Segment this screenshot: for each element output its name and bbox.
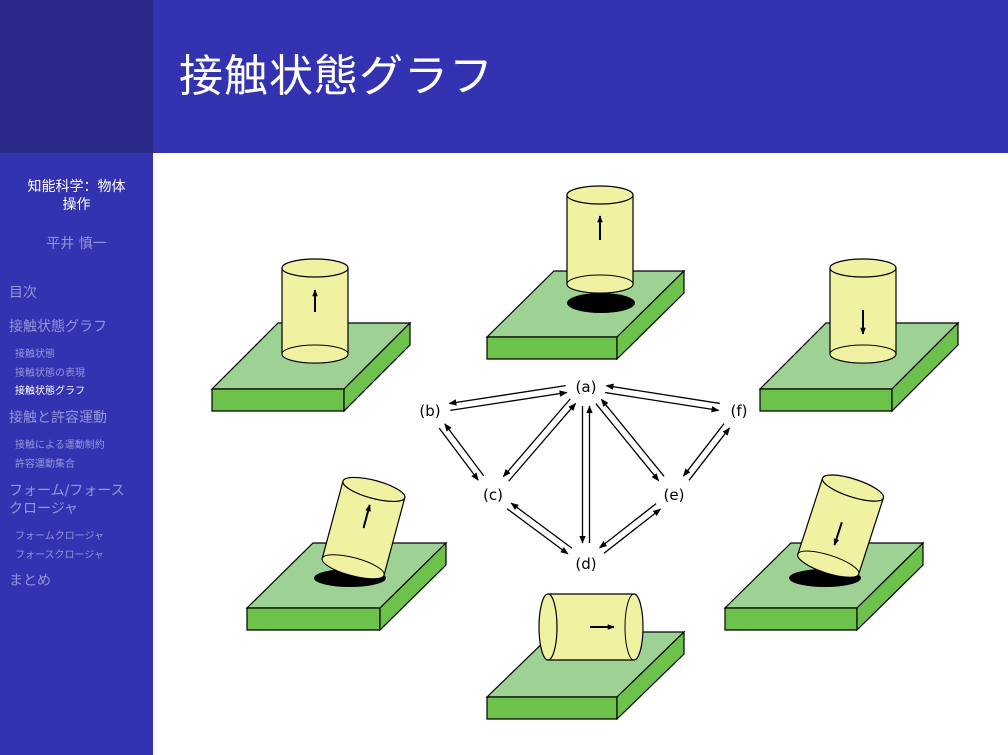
nav-section-closure-line1[interactable]: フォーム/フォース: [9, 483, 125, 499]
cylinder-right-end: [624, 593, 635, 661]
plate-front: [724, 607, 858, 631]
motion-arrow-up: [362, 504, 371, 529]
nav-section-summary[interactable]: まとめ: [9, 573, 51, 589]
node-a: (a): [576, 378, 597, 396]
plate-side: [856, 541, 924, 632]
cylinder-top: [829, 258, 897, 278]
nav-sub-force-closure[interactable]: フォースクロージャ: [15, 550, 104, 561]
transition-arrow-a-to-e: [595, 403, 660, 482]
cylinder-top: [821, 474, 885, 502]
state-illustration-f: [758, 258, 960, 413]
transition-arrow-f-to-a: [605, 383, 720, 405]
cylinder-bottom: [566, 274, 634, 294]
author-name: 平井 慎一: [46, 236, 107, 252]
nav-sub-contact-state[interactable]: 接触状態: [15, 349, 55, 360]
motion-arrow-down: [833, 521, 843, 546]
plate-side: [616, 269, 685, 361]
talk-title-line1: 知能科学：物体: [27, 179, 126, 195]
plate-side: [616, 630, 685, 721]
state-illustration-d: [485, 593, 686, 721]
nav-sub-allowable-set[interactable]: 許容運動集合: [15, 459, 75, 470]
transition-arrow-e-to-d: [598, 503, 657, 549]
nav-sub-contact-graph[interactable]: 接触状態グラフ: [15, 386, 85, 397]
transition-arrow-b-to-c: [438, 427, 479, 481]
state-illustration-a: [485, 185, 686, 361]
transition-arrow-c-to-b: [444, 423, 485, 477]
corner-block: [0, 0, 153, 153]
plate-front: [486, 336, 618, 360]
plate-side: [891, 321, 959, 413]
transition-arrow-e-to-a: [600, 398, 665, 477]
state-illustration-b: [210, 258, 412, 413]
plate-front: [211, 388, 345, 412]
state-illustration-e: [723, 474, 925, 632]
node-c: (c): [483, 486, 503, 504]
cylinder-bottom: [797, 550, 860, 578]
transition-arrow-c-to-d: [506, 508, 569, 555]
cylinder-top: [342, 476, 406, 503]
cylinder-bottom: [321, 554, 385, 580]
node-f: (f): [731, 402, 748, 420]
nav-section-contact-graph[interactable]: 接触状態グラフ: [9, 319, 107, 335]
title-bar: 接触状態グラフ: [153, 0, 1008, 153]
plate-side: [379, 541, 447, 632]
transition-arrow-a-to-f: [605, 391, 720, 413]
plate-side: [343, 321, 411, 413]
state-illustration-c: [245, 476, 448, 632]
plate-front: [486, 696, 618, 720]
transition-arrow-f-to-e: [682, 423, 725, 477]
node-b: (b): [419, 402, 440, 420]
transition-arrow-c-to-a: [508, 402, 577, 482]
transition-arrow-d-to-c: [510, 502, 573, 549]
talk-title-line2: 操作: [62, 197, 91, 213]
transition-arrow-a-to-b: [448, 384, 566, 406]
cylinder-bottom: [281, 344, 349, 364]
transition-arrow-d-to-e: [603, 508, 662, 554]
transition-arrow-a-to-c: [502, 398, 571, 478]
cylinder-top: [566, 185, 634, 205]
graph-edges: [438, 383, 731, 555]
sidebar: 知能科学：物体 操作 平井 慎一 目次 接触状態グラフ 接触状態 接触状態の表現…: [0, 153, 153, 755]
node-d: (d): [575, 555, 596, 573]
nav-sub-form-closure[interactable]: フォームクロージャ: [15, 531, 104, 542]
nav-section-allowable-motion[interactable]: 接触と許容運動: [9, 410, 107, 426]
nav-section-contents[interactable]: 目次: [9, 285, 37, 301]
transition-arrow-b-to-a: [450, 390, 568, 412]
contact-state-graph-diagram: (a) (b) (c) (d) (e) (f): [210, 185, 960, 721]
nav-sub-motion-constraint[interactable]: 接触による運動制約: [15, 440, 105, 451]
transition-arrow-e-to-f: [688, 427, 731, 481]
slide-title: 接触状態グラフ: [179, 51, 494, 102]
nav-sub-contact-representation[interactable]: 接触状態の表現: [15, 368, 85, 379]
cylinder-bottom: [829, 344, 897, 364]
cylinder-top: [281, 258, 349, 278]
cylinder-left-end: [538, 593, 558, 661]
nav-section-closure-line2[interactable]: クロージャ: [9, 501, 79, 517]
plate-front: [246, 607, 381, 631]
cylinder-shadow: [567, 293, 635, 313]
plate-front: [759, 388, 893, 412]
node-e: (e): [664, 486, 685, 504]
